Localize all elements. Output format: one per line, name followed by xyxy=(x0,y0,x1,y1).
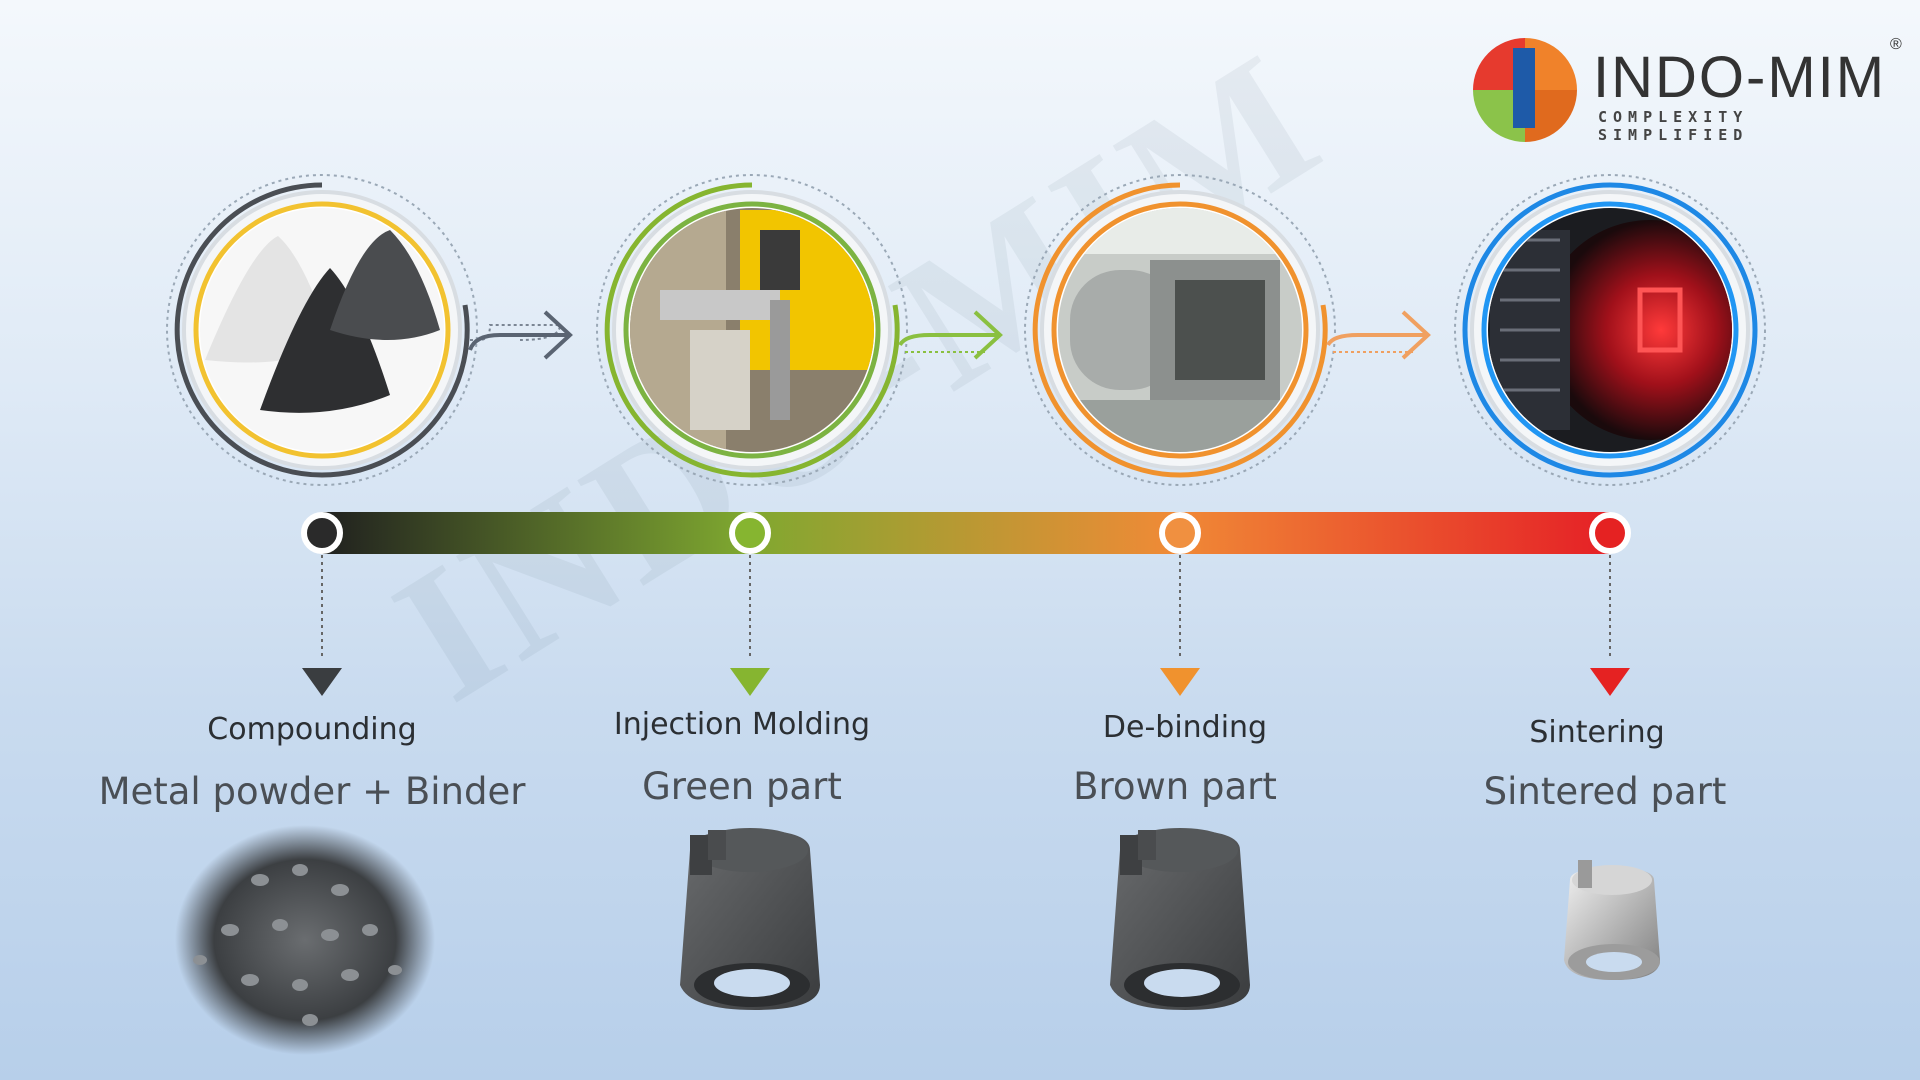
green-part-image xyxy=(680,828,820,1010)
feedstock-pellets-image xyxy=(175,825,435,1055)
brown-part-image xyxy=(1110,828,1250,1010)
stage-3-subtitle: Brown part xyxy=(1073,765,1277,808)
brand-logo: INDO-MIM ® COMPLEXITY SIMPLIFIED xyxy=(1465,30,1905,150)
stage-3-image xyxy=(1024,174,1336,486)
arrow-2 xyxy=(898,310,1003,360)
sintered-part-image xyxy=(1564,860,1660,980)
stage-1-image xyxy=(166,174,478,486)
stage-4-title: Sintering xyxy=(1529,715,1665,750)
logo-mark-icon xyxy=(1473,38,1577,142)
brand-tagline: COMPLEXITY SIMPLIFIED xyxy=(1598,108,1749,144)
registered-mark: ® xyxy=(1890,36,1902,53)
timeline-node-3 xyxy=(1159,512,1201,554)
stage-2-title: Injection Molding xyxy=(613,707,871,742)
stage-2-subtitle: Green part xyxy=(642,765,842,808)
stage-2-image xyxy=(596,174,908,486)
brand-name: INDO-MIM xyxy=(1593,45,1887,110)
timeline-node-2 xyxy=(729,512,771,554)
connector-2 xyxy=(730,555,770,696)
connector-4 xyxy=(1590,555,1630,696)
arrow-3 xyxy=(1326,310,1431,360)
stage-1-subtitle: Metal powder + Binder xyxy=(98,770,526,813)
stage-3-title: De-binding xyxy=(1102,710,1268,745)
timeline-node-1 xyxy=(301,512,343,554)
connector-1 xyxy=(302,555,342,696)
stage-1-title: Compounding xyxy=(207,712,417,747)
timeline-bar xyxy=(318,512,1614,554)
stage-4-subtitle: Sintered part xyxy=(1483,770,1727,813)
arrow-1 xyxy=(468,310,573,360)
stage-4-image xyxy=(1454,174,1766,486)
connector-3 xyxy=(1160,555,1200,696)
timeline-node-4 xyxy=(1589,512,1631,554)
